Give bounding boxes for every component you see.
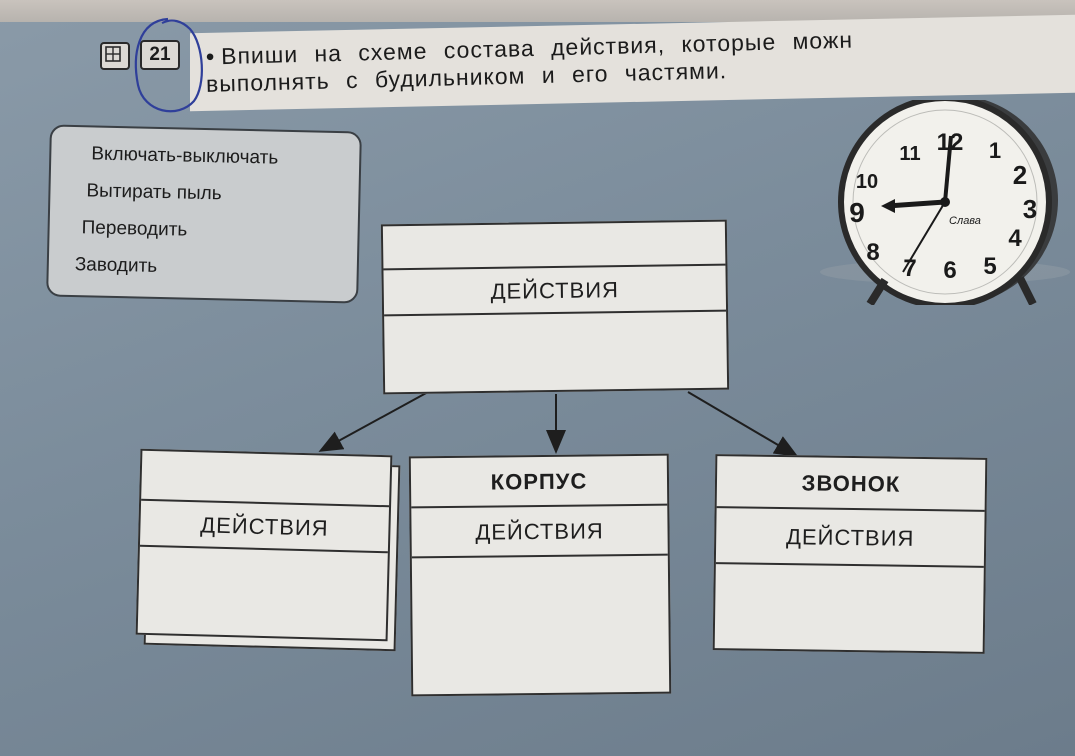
bell-title: ЗВОНОК bbox=[716, 456, 986, 512]
pen-circle-mark bbox=[134, 17, 203, 113]
clock-numeral: 1 bbox=[989, 138, 1001, 163]
middle-box-actions-label: ДЕЙСТВИЯ bbox=[411, 505, 668, 559]
clock-numeral: 7 bbox=[903, 255, 916, 282]
clock-numeral: 9 bbox=[849, 197, 865, 228]
right-diagram-box: ЗВОНОК ДЕЙСТВИЯ bbox=[712, 454, 988, 654]
clock-second-hand bbox=[902, 201, 946, 273]
top-box-answer-area[interactable] bbox=[384, 312, 727, 393]
right-box-actions-label: ДЕЙСТВИЯ bbox=[715, 508, 985, 568]
top-box-actions-label: ДЕЙСТВИЯ bbox=[383, 265, 727, 317]
middle-box-answer-area[interactable] bbox=[412, 556, 669, 695]
clock-numeral: 6 bbox=[943, 257, 956, 284]
left-box-answer-area[interactable] bbox=[138, 547, 388, 639]
corpus-title: КОРПУС bbox=[410, 455, 668, 509]
clock-numeral: 11 bbox=[899, 143, 920, 165]
arrow-to-left-box bbox=[318, 391, 429, 452]
clock-hour-hand bbox=[886, 199, 946, 209]
clock-minute-hand bbox=[943, 135, 953, 203]
page-top-strip bbox=[0, 0, 1075, 22]
right-box-answer-area[interactable] bbox=[715, 564, 984, 652]
alarm-clock-illustration: 12 1 2 3 4 5 6 7 8 9 10 11 Слава bbox=[820, 100, 1070, 305]
left-box-title-cell[interactable] bbox=[141, 450, 391, 508]
workbook-icon bbox=[100, 42, 130, 70]
top-box-title-cell[interactable] bbox=[382, 221, 726, 271]
clock-numeral: 3 bbox=[1023, 194, 1037, 224]
left-box-actions-label: ДЕЙСТВИЯ bbox=[139, 500, 390, 554]
clock-brand: Слава bbox=[949, 215, 981, 227]
clock-numeral: 8 bbox=[866, 239, 879, 266]
top-diagram-box: ДЕЙСТВИЯ bbox=[380, 219, 730, 395]
left-diagram-box: ДЕЙСТВИЯ bbox=[135, 448, 393, 642]
clock-numeral: 2 bbox=[1013, 160, 1027, 190]
clock-numeral: 4 bbox=[1008, 225, 1022, 252]
clock-numeral: 5 bbox=[983, 253, 996, 280]
middle-diagram-box: КОРПУС ДЕЙСТВИЯ bbox=[408, 453, 672, 697]
task-number: 21 bbox=[140, 40, 180, 70]
clock-numeral: 10 bbox=[856, 171, 878, 193]
arrow-to-right-box bbox=[687, 391, 799, 458]
